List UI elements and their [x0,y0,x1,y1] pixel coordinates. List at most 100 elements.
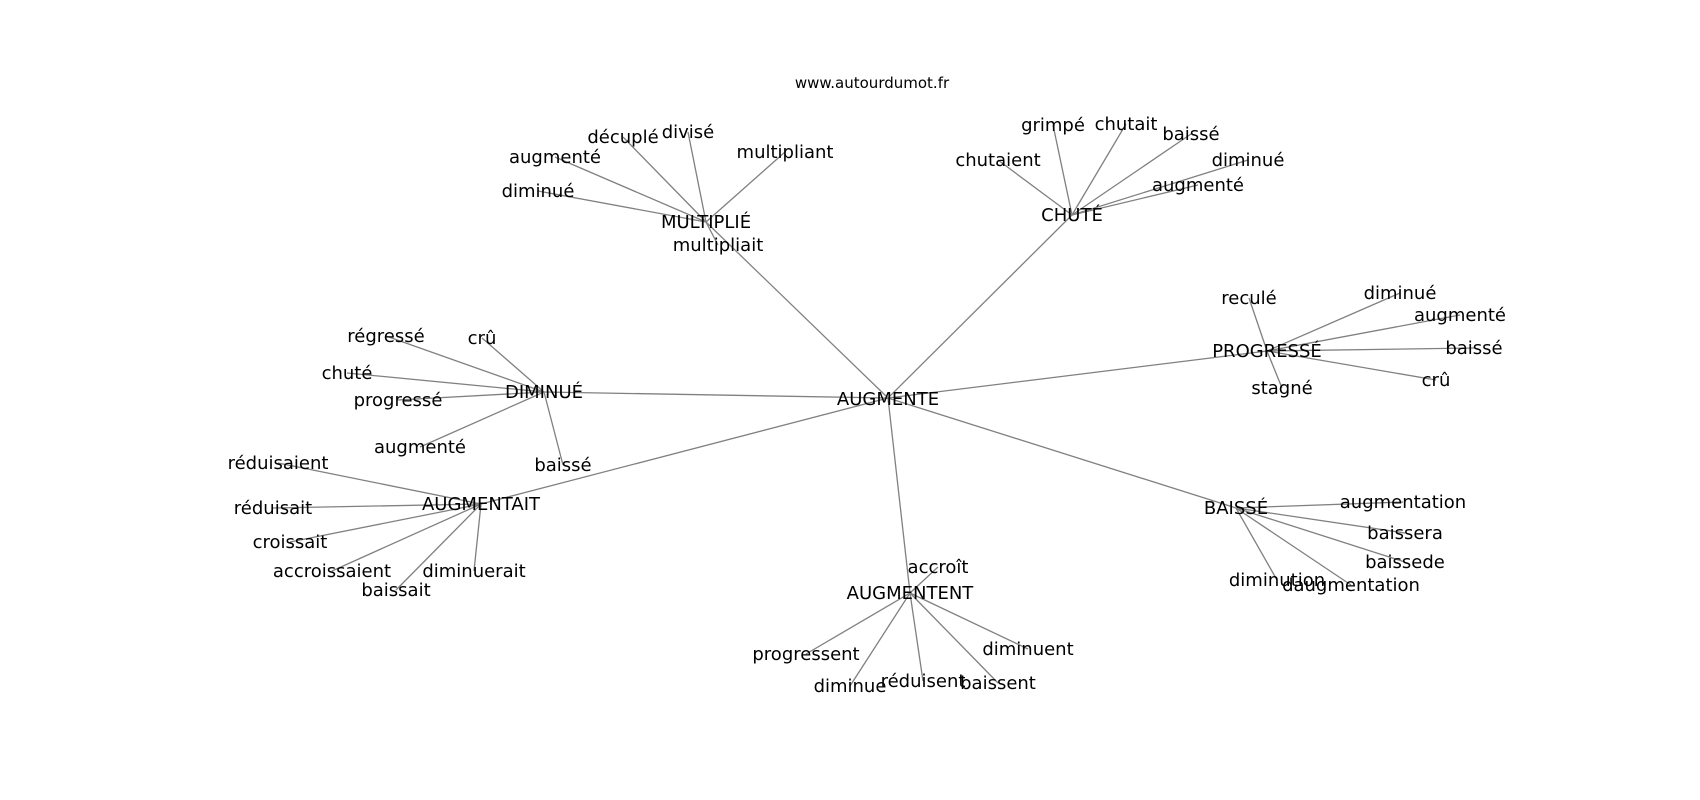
edge-augmentent-accroit [909,566,939,594]
word-node-accroit: accroît [908,557,969,578]
word-node-chutaient: chutaient [955,150,1040,171]
word-node-progressent: progressent [752,644,859,665]
word-node-recule: reculé [1221,288,1276,309]
edge-augmentent-diminue [849,592,911,687]
word-node-cru: crû [1422,370,1451,391]
edge-center-chute [887,214,1073,399]
edge-chute-grimpe [1052,124,1073,216]
word-node-croissait: croissait [253,532,328,553]
word-node-baissent: baissent [960,673,1036,694]
edge-multiplie-diminue [537,190,707,223]
edge-baisse-baissera [1235,507,1406,534]
word-node-augmente: augmenté [1414,305,1506,326]
edge-diminue-augmente [419,391,545,448]
edge-multiplie-multipliait [705,221,719,246]
edge-diminue-chute [346,372,545,393]
word-node-daugmentation: daugmentation [1282,575,1420,596]
edge-progresse-recule [1248,297,1268,352]
word-node-diminuerait: diminuerait [422,561,525,582]
edge-progresse-baisse [1266,347,1475,352]
edge-center-progresse [887,350,1268,399]
source-label: www.autourdumot.fr [795,74,950,92]
word-node-multipliait: multipliait [673,235,764,256]
word-node-accroissaient: accroissaient [273,561,391,582]
edge-baisse-augmentation [1235,501,1404,509]
word-node-augmente: augmenté [374,437,466,458]
edge-center-diminue [543,391,889,399]
edge-augmentait-diminuerait [473,503,482,572]
edge-multiplie-divise [687,131,707,223]
edge-chute-diminue [1071,159,1249,216]
edge-augmentait-accroissaient [331,503,482,572]
edge-augmentent-diminuent [909,592,1029,650]
edge-augmentent-progressent [805,592,911,655]
word-node-baissera: baissera [1367,523,1443,544]
word-node-augmente: augmenté [509,147,601,168]
word-node-diminue: diminué [1212,150,1285,171]
edge-center-multiplie [705,221,889,399]
edge-chute-augmente [1071,184,1199,216]
edge-chute-chutait [1071,123,1127,216]
graph-labels: www.autourdumot.fr AUGMENTE MULTIPLIÉ déc… [228,74,1506,697]
edge-progresse-cru [1266,350,1437,381]
edge-multiplie-decuple [622,136,707,223]
word-node-diminution: diminution [1229,570,1325,591]
hub-node-progresse: PROGRESSÉ [1212,340,1322,362]
hub-node-diminue: DIMINUÉ [505,381,583,403]
edge-diminue-regresse [385,335,545,393]
word-node-stagne: stagné [1251,378,1312,399]
word-node-diminue: diminué [1364,283,1437,304]
word-node-augmentation: augmentation [1340,492,1466,513]
word-node-baisse: baissé [1162,124,1219,145]
edge-chute-chutaient [997,159,1073,216]
edge-center-augmentent [887,397,911,594]
edge-augmentent-baissent [909,592,999,684]
edge-chute-baisse [1071,133,1192,216]
word-node-decuple: décuplé [587,127,658,148]
word-node-baisse: baissé [534,455,591,476]
edge-multiplie-multipliant [705,151,786,223]
edge-progresse-diminue [1266,292,1401,352]
hub-node-augmentent: AUGMENTENT [847,583,975,604]
word-node-baisse: baissé [1445,338,1502,359]
edge-multiplie-augmente [554,156,707,223]
edge-augmentent-reduisent [909,592,924,682]
edge-baisse-baissede [1235,507,1406,563]
word-node-reduisait: réduisait [234,498,312,519]
word-node-augmente: augmenté [1152,175,1244,196]
word-node-baissait: baissait [361,580,430,601]
edge-baisse-diminution [1235,507,1278,581]
word-node-diminue: diminué [502,181,575,202]
graph-edges [272,123,1475,687]
edge-augmentait-croissait [289,503,482,543]
word-node-diminuent: diminuent [982,639,1073,660]
edge-baisse-daugmentation [1235,507,1352,586]
edge-center-augmentait [480,397,889,505]
word-node-multipliant: multipliant [737,142,834,163]
word-node-grimpe: grimpé [1021,115,1085,136]
word-node-chute: chuté [322,363,373,384]
hub-node-augmentait: AUGMENTAIT [422,494,541,515]
edge-diminue-baisse [543,391,564,466]
edge-diminue-progresse [397,391,545,401]
word-node-chutait: chutait [1095,114,1158,135]
word-node-diminue: diminue [814,676,887,697]
word-node-cru: crû [468,328,497,349]
word-node-progresse: progressé [354,390,443,411]
edge-augmentait-reduisait [272,503,482,509]
word-node-baissede: baissede [1365,552,1445,573]
word-node-reduisent: réduisent [881,671,966,692]
hub-node-chute: CHUTÉ [1041,204,1103,226]
edge-augmentait-reduisaient [277,462,482,505]
word-node-reduisaient: réduisaient [228,453,329,474]
edge-augmentait-baissait [395,503,482,591]
hub-node-multiplie: MULTIPLIÉ [661,211,751,233]
word-node-regresse: régressé [347,326,424,347]
word-node-divise: divisé [662,122,715,143]
edge-center-baisse [887,397,1237,509]
edge-progresse-stagne [1266,350,1283,389]
hub-node-baisse: BAISSÉ [1204,497,1268,519]
center-node: AUGMENTE [837,389,939,410]
edge-progresse-augmente [1266,314,1461,352]
